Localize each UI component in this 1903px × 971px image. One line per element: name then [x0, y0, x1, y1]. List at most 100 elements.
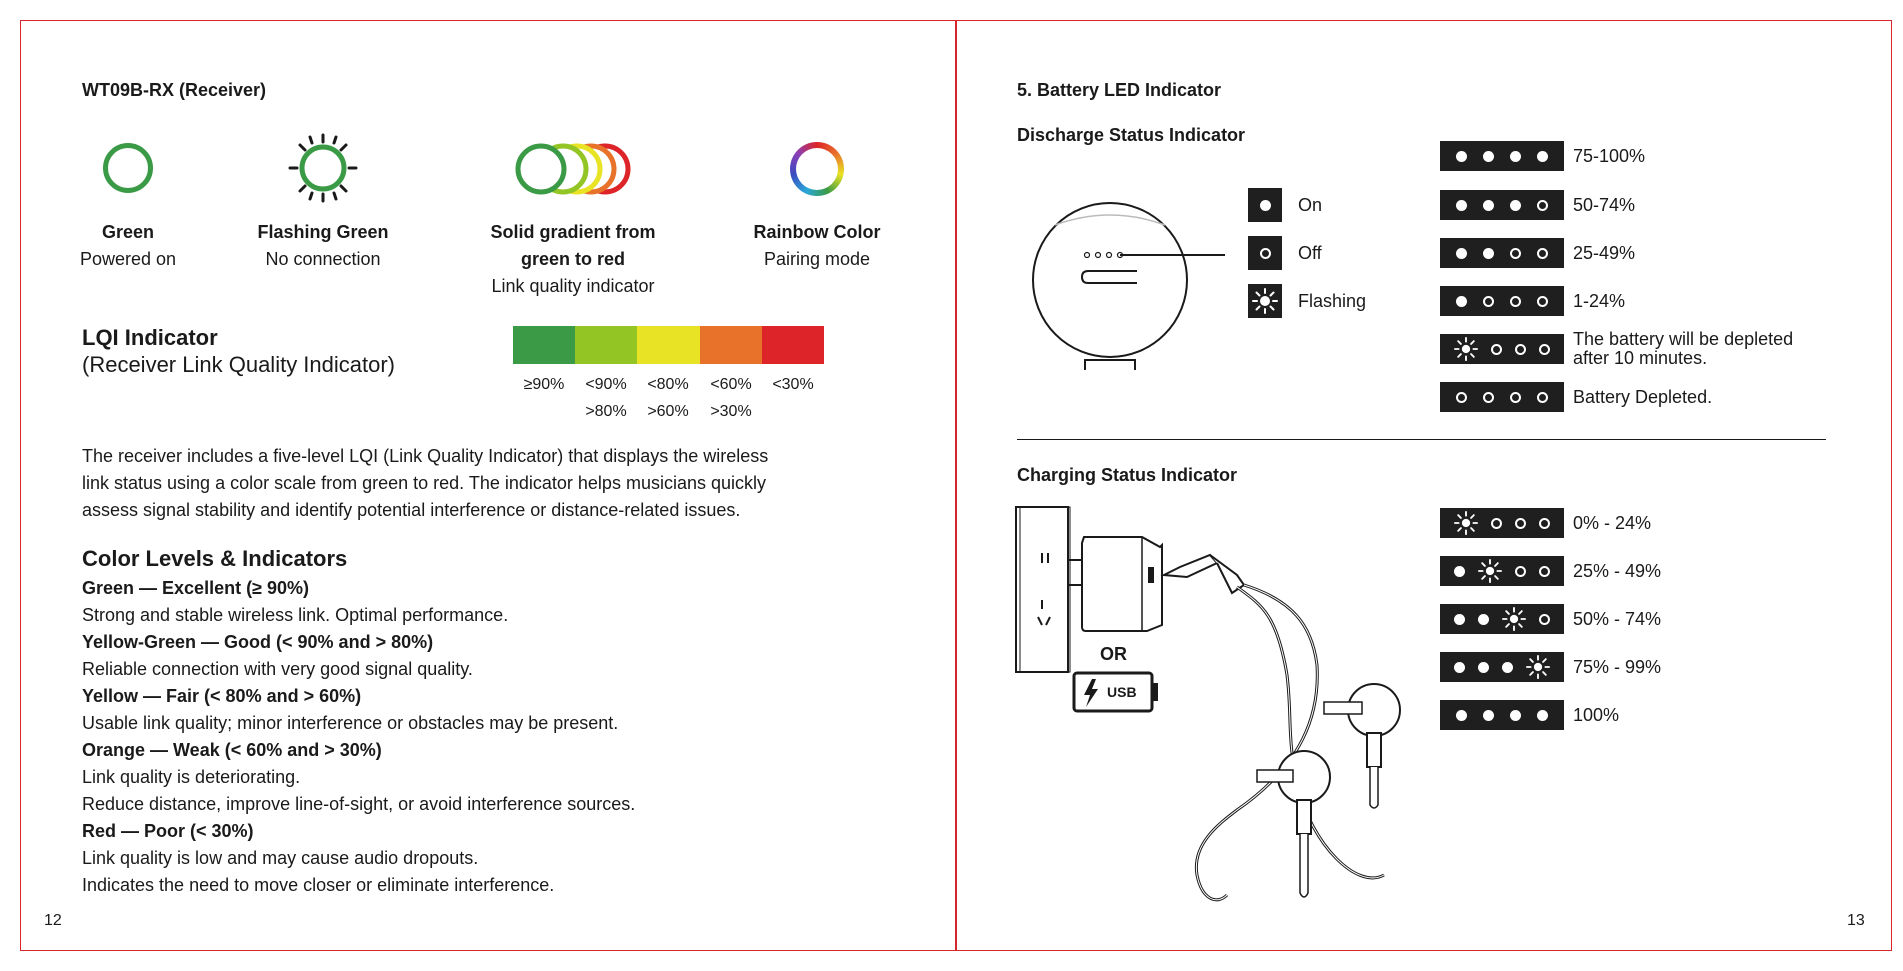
led-bar — [1440, 652, 1564, 682]
level-heading: Yellow-Green — Good (< 90% and > 80%) — [82, 632, 434, 652]
led-bar — [1440, 382, 1564, 412]
led-bar — [1440, 190, 1564, 220]
led-off-dot — [1510, 247, 1521, 259]
led-status-label: The battery will be depleted — [1573, 329, 1794, 349]
lqi-label: >80% — [585, 403, 627, 420]
levels-list: Green — Excellent (≥ 90%) Strong and sta… — [82, 575, 635, 899]
usb-label: USB — [1107, 684, 1137, 700]
legend-on-icon — [1248, 188, 1282, 222]
lqi-segment-orange — [700, 326, 762, 364]
led-off-dot — [1537, 247, 1548, 259]
caption-gradient: Solid gradient from green to red Link qu… — [453, 222, 693, 297]
level-heading: Red — Poor (< 30%) — [82, 821, 254, 841]
lqi-segment-green — [513, 326, 575, 364]
lqi-label: <80% — [647, 376, 689, 393]
led-flash-icon — [1454, 511, 1479, 535]
led-on-dot — [1483, 709, 1494, 721]
led-bar — [1440, 604, 1564, 634]
led-bar — [1440, 141, 1564, 171]
level-line: Link quality is deteriorating. — [82, 767, 301, 787]
page-number-left: 12 — [44, 912, 62, 929]
led-bar — [1440, 238, 1564, 268]
led-off-dot — [1538, 343, 1550, 355]
led-on-dot — [1456, 295, 1467, 307]
section-divider — [1017, 439, 1826, 440]
led-off-dot — [1514, 565, 1526, 577]
led-off-dot — [1514, 517, 1526, 529]
led-off-dot — [1538, 517, 1550, 529]
led-status-row: Battery Depleted. — [1440, 382, 1860, 412]
led-status-row: 0% - 24% — [1440, 508, 1860, 538]
discharge-title: Discharge Status Indicator — [1017, 125, 1246, 145]
receiver-heading: WT09B-RX (Receiver) — [82, 80, 267, 100]
led-status-row: 1-24% — [1440, 286, 1860, 316]
levels-title: Color Levels & Indicators — [82, 546, 348, 571]
gradient-rings-icon — [513, 140, 633, 198]
charging-illustration — [1012, 505, 1432, 915]
led-on-dot — [1483, 247, 1494, 259]
level-line: Usable link quality; minor interference … — [82, 713, 619, 733]
caption-title: Solid gradient from — [490, 222, 656, 242]
caption-subtitle: Pairing mode — [763, 249, 871, 269]
intro-line: link status using a color scale from gre… — [82, 473, 766, 493]
legend-off-icon — [1248, 236, 1282, 270]
led-off-dot — [1537, 391, 1548, 403]
led-on-dot — [1501, 661, 1513, 673]
led-off-dot — [1483, 391, 1494, 403]
level-line: Indicates the need to move closer or eli… — [82, 875, 555, 895]
led-off-dot — [1538, 565, 1550, 577]
led-on-dot — [1483, 199, 1494, 211]
legend-label: Flashing — [1298, 291, 1367, 311]
led-on-dot — [1259, 199, 1271, 211]
legend-label: Off — [1298, 243, 1322, 263]
caption-title: Rainbow Color — [753, 222, 881, 242]
lqi-segment-yellow — [637, 326, 700, 364]
level-heading: Orange — Weak (< 60% and > 30%) — [82, 740, 382, 760]
led-off-dot — [1537, 295, 1548, 307]
lqi-label: <30% — [772, 376, 814, 393]
lqi-labels: ≥90% <90% <80% <60% <30% >80% >60% >30% — [513, 376, 824, 426]
led-status-label: 50% - 74% — [1573, 609, 1662, 629]
led-status-row: 25-49% — [1440, 238, 1860, 268]
led-on-dot — [1456, 150, 1467, 162]
caption-title: Green — [101, 222, 155, 242]
caption-subtitle: No connection — [265, 249, 381, 269]
led-on-dot — [1454, 661, 1466, 673]
green-ring-icon — [103, 143, 153, 193]
level-line: Reliable connection with very good signa… — [82, 659, 473, 679]
right-page-frame — [955, 20, 1892, 951]
led-on-dot — [1510, 199, 1521, 211]
led-flash-icon — [1501, 607, 1526, 631]
led-status-label-2: after 10 minutes. — [1573, 348, 1708, 368]
led-off-dot — [1259, 247, 1271, 259]
charging-rows: 0% - 24%25% - 49%50% - 74%75% - 99%100% — [1440, 508, 1860, 738]
led-on-dot — [1510, 709, 1521, 721]
caption-title: Flashing Green — [257, 222, 389, 242]
led-status-label: 25-49% — [1573, 243, 1636, 263]
level-line: Strong and stable wireless link. Optimal… — [82, 605, 509, 625]
led-bar — [1440, 334, 1564, 364]
led-on-dot — [1510, 150, 1521, 162]
page-number-right: 13 — [1847, 912, 1865, 929]
led-flash-icon — [1252, 288, 1278, 314]
led-on-dot — [1456, 709, 1467, 721]
lqi-segment-red — [762, 326, 824, 364]
legend-flash-icon — [1248, 284, 1282, 318]
led-flash-icon — [1525, 655, 1550, 679]
level-heading: Green — Excellent (≥ 90%) — [82, 578, 309, 598]
led-off-dot — [1483, 295, 1494, 307]
rainbow-ring-icon — [790, 142, 844, 196]
led-bar — [1440, 286, 1564, 316]
led-on-dot — [1478, 661, 1490, 673]
intro-line: The receiver includes a five-level LQI (… — [82, 446, 769, 466]
left-page-frame — [20, 20, 957, 951]
flashing-green-ring-icon — [288, 133, 358, 203]
led-status-label: 100% — [1573, 705, 1620, 725]
led-on-dot — [1456, 199, 1467, 211]
led-off-dot — [1456, 391, 1467, 403]
intro-paragraph: The receiver includes a five-level LQI (… — [82, 443, 768, 524]
caption-subtitle: Link quality indicator — [491, 276, 655, 296]
lqi-label: ≥90% — [523, 376, 565, 393]
caption-subtitle: Powered on — [79, 249, 177, 269]
lqi-label: >60% — [647, 403, 689, 420]
